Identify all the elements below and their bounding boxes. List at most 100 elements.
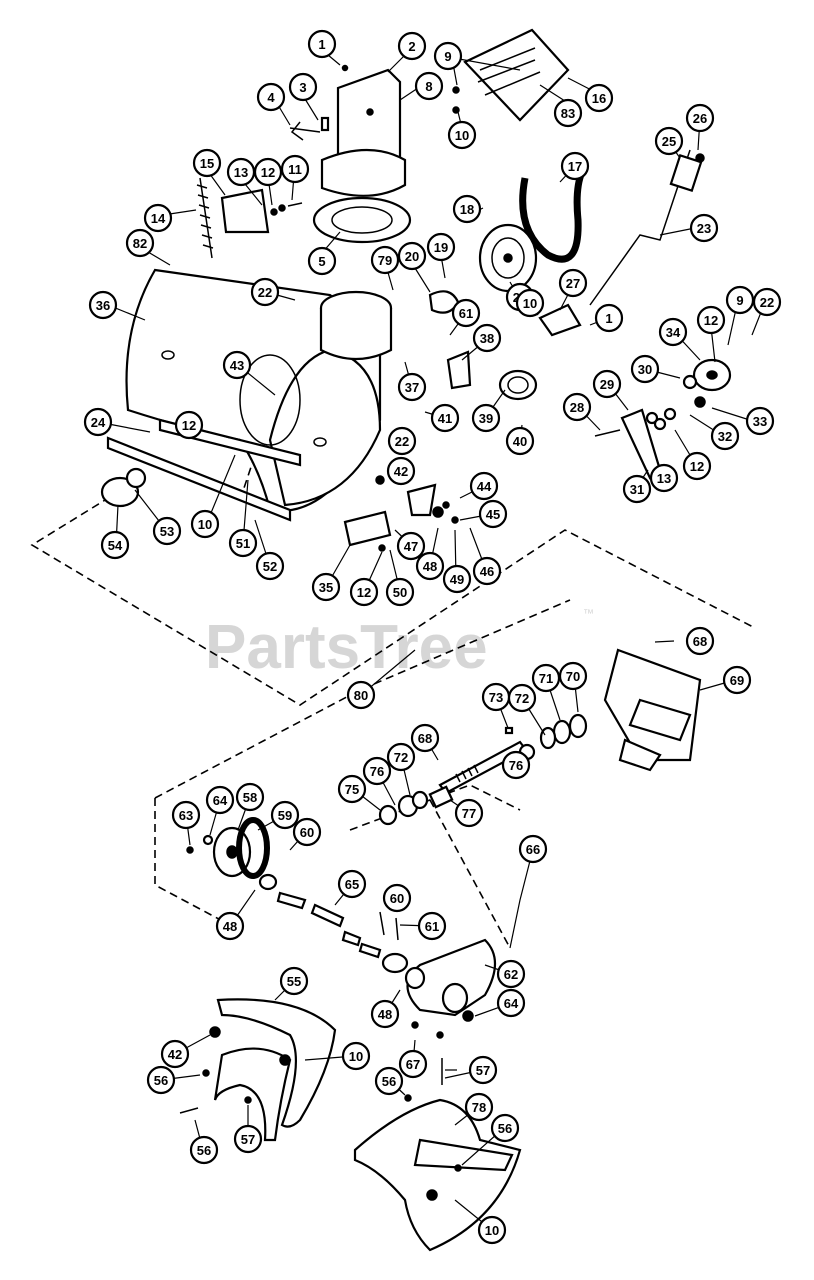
- callout-number: 33: [753, 414, 767, 429]
- callout-18: 18: [452, 194, 482, 224]
- callout-circle: [452, 194, 482, 224]
- callout-64: 64: [205, 785, 235, 815]
- callout-number: 42: [394, 464, 408, 479]
- callout-number: 1: [318, 37, 325, 52]
- callout-78: 78: [464, 1092, 494, 1122]
- callout-circle: [386, 456, 416, 486]
- callout-53: 53: [152, 516, 182, 546]
- callout-56: 56: [490, 1113, 520, 1143]
- callout-number: 44: [477, 479, 492, 494]
- callout-circle: [253, 157, 283, 187]
- callout-number: 31: [630, 482, 644, 497]
- callout-circle: [471, 403, 501, 433]
- callout-number: 25: [662, 134, 676, 149]
- side-bearing-plate: [100, 467, 147, 508]
- callout-9: 9: [433, 41, 463, 71]
- callout-circle: [417, 911, 447, 941]
- callout-number: 14: [151, 211, 166, 226]
- chute-hardware: [289, 64, 460, 141]
- callout-circle: [478, 499, 508, 529]
- callout-46: 46: [472, 556, 502, 586]
- gearbox-housing: [381, 938, 496, 1085]
- callout-27: 27: [558, 268, 588, 298]
- callout-number: 9: [444, 49, 451, 64]
- callout-number: 61: [459, 306, 473, 321]
- callout-57: 57: [468, 1055, 498, 1085]
- callout-circle: [531, 663, 561, 693]
- auger-housing: [106, 268, 393, 522]
- callout-circle: [433, 41, 463, 71]
- callout-circle: [490, 1113, 520, 1143]
- callout-circle: [518, 834, 548, 864]
- callout-37: 37: [397, 372, 427, 402]
- callout-circle: [88, 290, 118, 320]
- callout-47: 47: [396, 531, 426, 561]
- callout-52: 52: [255, 551, 285, 581]
- callout-75: 75: [337, 774, 367, 804]
- callout-1: 1: [594, 303, 624, 333]
- chute-deflector: [463, 28, 570, 122]
- callout-number: 37: [405, 380, 419, 395]
- callout-16: 16: [584, 83, 614, 113]
- callout-number: 57: [476, 1063, 490, 1078]
- callout-circle: [160, 1039, 190, 1069]
- callout-number: 79: [378, 253, 392, 268]
- callout-3: 3: [288, 72, 318, 102]
- callout-number: 11: [288, 162, 302, 177]
- callout-circle: [477, 1215, 507, 1245]
- callout-67: 67: [398, 1049, 428, 1079]
- callout-number: 10: [349, 1049, 363, 1064]
- auger-shaft-segments: [276, 891, 399, 959]
- callout-circle: [594, 303, 624, 333]
- callout-number: 26: [693, 111, 707, 126]
- callout-28: 28: [562, 392, 592, 422]
- callout-number: 38: [480, 331, 494, 346]
- callout-48: 48: [215, 911, 245, 941]
- callout-number: 30: [638, 362, 652, 377]
- center-pulley-stack: [428, 290, 582, 401]
- callout-number: 58: [243, 790, 257, 805]
- callout-number: 64: [213, 793, 228, 808]
- callout-circle: [280, 154, 310, 184]
- callout-number: 56: [154, 1073, 168, 1088]
- callout-number: 49: [450, 572, 464, 587]
- callout-12: 12: [349, 577, 379, 607]
- callout-circle: [745, 406, 775, 436]
- callout-number: 62: [504, 967, 518, 982]
- callout-70: 70: [558, 661, 588, 691]
- callout-number: 53: [160, 524, 174, 539]
- callout-circle: [255, 551, 285, 581]
- callout-10: 10: [477, 1215, 507, 1245]
- callout-circle: [171, 800, 201, 830]
- callout-number: 15: [200, 156, 214, 171]
- callout-number: 2: [408, 39, 415, 54]
- callout-number: 60: [300, 825, 314, 840]
- callout-number: 66: [526, 842, 540, 857]
- callout-number: 19: [434, 240, 448, 255]
- callout-circle: [558, 268, 588, 298]
- callout-number: 61: [425, 919, 439, 934]
- callout-circle: [426, 232, 456, 262]
- callout-circle: [558, 661, 588, 691]
- callout-31: 31: [622, 474, 652, 504]
- bracket-assembly: [343, 475, 459, 552]
- callout-23: 23: [689, 213, 719, 243]
- callout-71: 71: [531, 663, 561, 693]
- callout-number: 12: [690, 459, 704, 474]
- callout-circle: [174, 410, 204, 440]
- callout-number: 52: [263, 559, 277, 574]
- callout-circle: [496, 959, 526, 989]
- callout-number: 75: [345, 782, 359, 797]
- callout-76: 76: [362, 756, 392, 786]
- callout-number: 77: [462, 806, 476, 821]
- callout-number: 12: [357, 585, 371, 600]
- callout-2: 2: [397, 31, 427, 61]
- callout-59: 59: [270, 800, 300, 830]
- callout-number: 69: [730, 673, 744, 688]
- callout-number: 63: [179, 808, 193, 823]
- callout-79: 79: [370, 245, 400, 275]
- callout-circle: [386, 742, 416, 772]
- callout-circle: [387, 426, 417, 456]
- callout-57: 57: [233, 1124, 263, 1154]
- callout-38: 38: [472, 323, 502, 353]
